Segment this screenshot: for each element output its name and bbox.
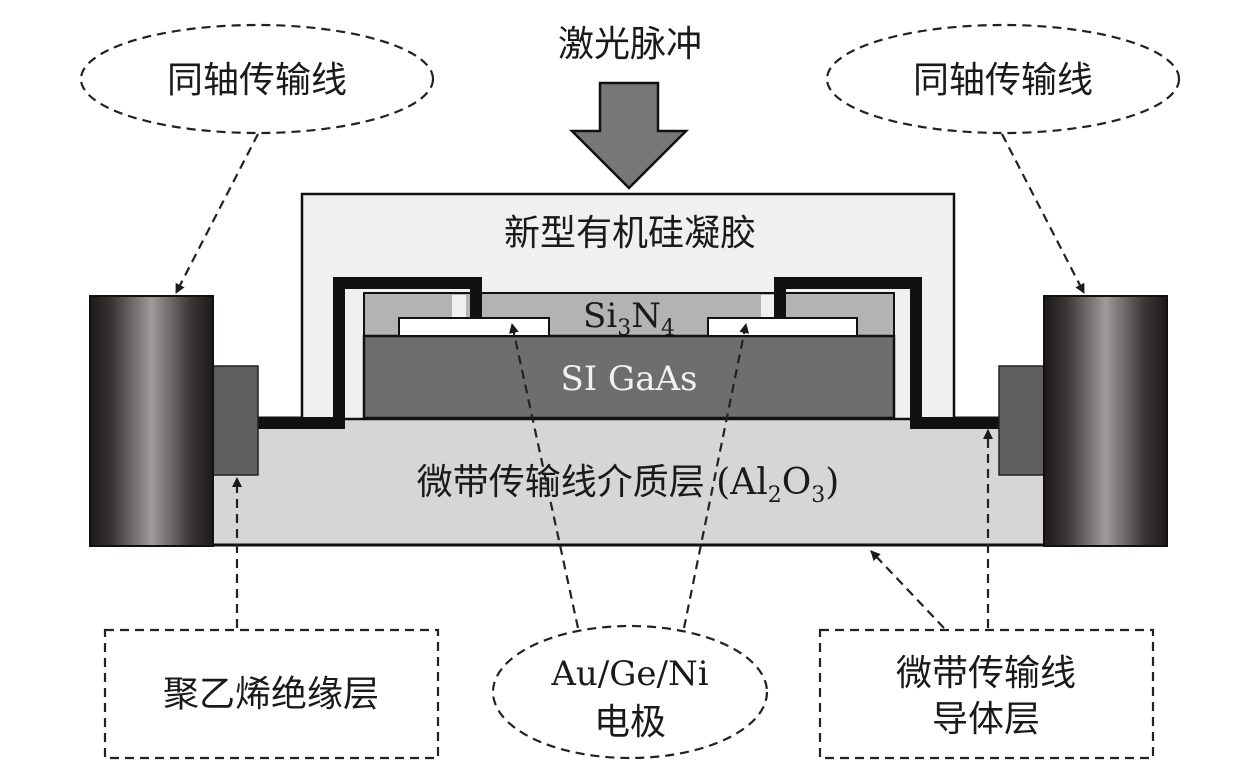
label-dielectric: 微带传输线介质层 (Al2O3) xyxy=(417,462,840,508)
coax-connector-right xyxy=(1043,295,1168,547)
label-conductor-line1: 微带传输线 xyxy=(896,653,1076,694)
callout-polyethylene-box xyxy=(103,628,440,760)
label-conductor-line2: 导体层 xyxy=(932,699,1040,740)
label-si3n4: Si3N4 xyxy=(583,296,675,341)
label-coax-left: 同轴传输线 xyxy=(167,60,347,101)
conductor-right xyxy=(774,277,1000,429)
si3n4-window-right xyxy=(761,295,775,317)
leader-coax-right xyxy=(1001,133,1085,294)
electrode-left xyxy=(398,317,550,337)
callout-coax-right xyxy=(825,23,1181,135)
polyethylene-insulator-right xyxy=(998,365,1045,476)
label-electrode-line2: 电极 xyxy=(594,702,666,743)
label-coax-right: 同轴传输线 xyxy=(913,60,1093,101)
label-electrode-line1: Au/Ge/Ni xyxy=(550,654,708,694)
si-gaas-chip xyxy=(362,334,896,420)
laser-pulse-arrow xyxy=(568,81,690,190)
callout-coax-left xyxy=(79,23,435,135)
si3n4-window-left xyxy=(452,295,466,317)
leader-electrode-left xyxy=(509,323,580,629)
label-polyethylene: 聚乙烯绝缘层 xyxy=(163,674,379,715)
polyethylene-insulator-left xyxy=(212,365,259,476)
electrode-right xyxy=(707,317,858,337)
label-silicone-gel: 新型有机硅凝胶 xyxy=(504,213,756,254)
callout-conductor-box xyxy=(818,628,1155,760)
leader-electrode-right xyxy=(682,323,750,629)
conductor-left xyxy=(256,277,482,429)
coax-connector-left xyxy=(89,295,214,547)
callout-electrode xyxy=(491,624,769,760)
dielectric-substrate xyxy=(208,416,1052,547)
label-laser-pulse: 激光脉冲 xyxy=(558,24,702,65)
leader-coax-left xyxy=(175,133,259,294)
leader-conductor-substrate xyxy=(870,550,945,629)
label-si-gaas: SI GaAs xyxy=(561,359,698,399)
